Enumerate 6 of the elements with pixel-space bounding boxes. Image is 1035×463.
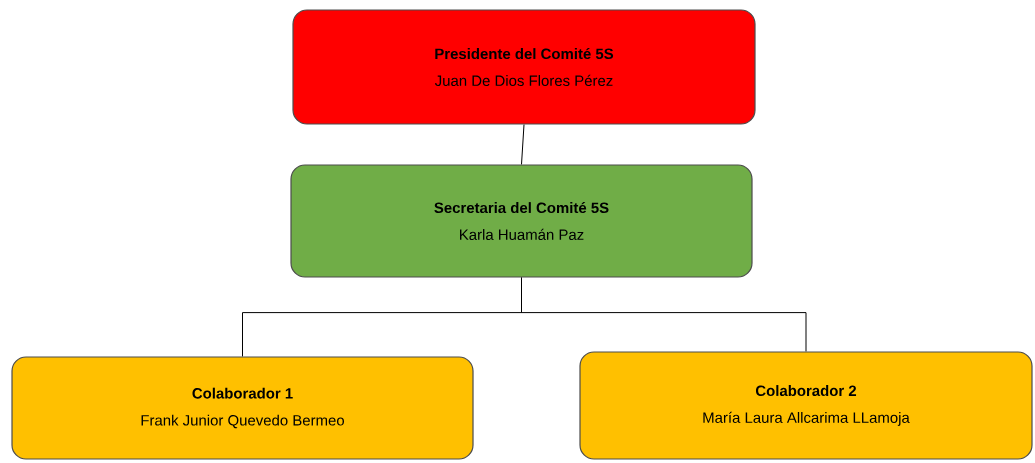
org-box: Colaborador 2 María Laura Allcarima LLamoja xyxy=(579,351,1033,460)
org-box: Presidente del Comité 5S Juan De Dios Flores Pérez xyxy=(292,9,756,125)
connector-line xyxy=(521,124,525,165)
org-box: Secretaria del Comité 5S Karla Huamán Paz xyxy=(290,164,753,278)
org-box: Colaborador 1 Frank Junior Quevedo Bermeo xyxy=(11,356,474,460)
connector-line xyxy=(521,277,807,352)
